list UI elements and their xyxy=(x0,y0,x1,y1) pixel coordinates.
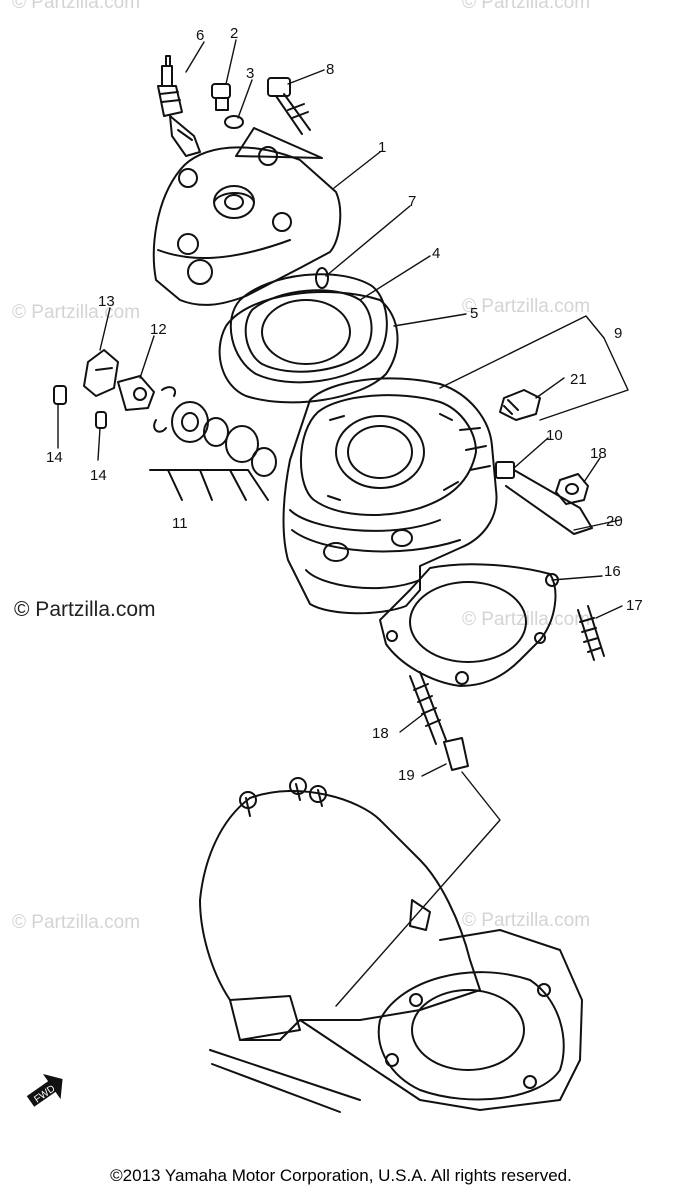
watermark-top-left: © Partzilla.com xyxy=(12,0,140,13)
callout-2: 2 xyxy=(230,25,238,42)
watermark-mid-left: © Partzilla.com xyxy=(12,302,140,323)
callout-8: 8 xyxy=(326,61,334,78)
watermark-main: © Partzilla.com xyxy=(14,598,156,621)
callout-21: 21 xyxy=(570,371,587,388)
head-bolt xyxy=(267,77,311,135)
bolt-14a xyxy=(53,385,67,405)
base-gasket xyxy=(379,563,559,687)
watermark-low-right: © Partzilla.com xyxy=(462,910,590,931)
head-gasket xyxy=(229,273,388,384)
stud-16 xyxy=(577,605,605,661)
callout-14b: 14 xyxy=(90,467,107,484)
callout-4: 4 xyxy=(432,245,440,262)
callout-5: 5 xyxy=(470,305,478,322)
callout-17: 18 xyxy=(372,725,389,742)
callout-19: 19 xyxy=(398,767,415,784)
callout-labels: 6 2 3 8 1 7 4 5 9 21 10 18 20 16 17 18 1… xyxy=(46,25,643,784)
valve-spacers xyxy=(153,386,277,477)
callout-14a: 14 xyxy=(46,449,63,466)
drain-fitting xyxy=(495,461,593,535)
callout-9: 9 xyxy=(614,325,622,342)
bracket-11 xyxy=(149,469,269,501)
callout-3: 3 xyxy=(246,65,254,82)
callout-15: 16 xyxy=(604,563,621,580)
watermark-mid-right: © Partzilla.com xyxy=(462,296,590,317)
callout-1: 1 xyxy=(378,139,386,156)
o-ring xyxy=(315,267,329,289)
leader-lines xyxy=(57,39,629,1007)
callout-13: 13 xyxy=(98,293,115,310)
callout-10: 10 xyxy=(546,427,563,444)
valve-cover xyxy=(83,349,119,397)
watermark-low-left: © Partzilla.com xyxy=(12,912,140,933)
cap-nut xyxy=(211,83,231,111)
cylinder-head xyxy=(152,146,342,306)
callout-7: 7 xyxy=(408,193,416,210)
crankcase xyxy=(199,777,583,1113)
bleed-screw xyxy=(499,389,541,421)
nut xyxy=(555,473,589,505)
callout-6: 6 xyxy=(196,27,204,44)
cylinder xyxy=(282,377,498,615)
callout-12: 12 xyxy=(150,321,167,338)
bolt-14b xyxy=(95,411,107,429)
callout-20: 20 xyxy=(606,513,623,530)
washer xyxy=(224,115,244,129)
dowel-pin xyxy=(443,737,469,771)
spark-plug xyxy=(157,55,201,157)
callout-16: 17 xyxy=(626,597,643,614)
callout-11: 11 xyxy=(172,515,188,532)
valve-holder xyxy=(117,375,155,411)
copyright-notice: ©2013 Yamaha Motor Corporation, U.S.A. A… xyxy=(110,1166,572,1185)
stud-17 xyxy=(409,671,447,745)
outer-gasket xyxy=(218,291,399,404)
callout-18: 18 xyxy=(590,445,607,462)
watermark-top-right: © Partzilla.com xyxy=(462,0,590,13)
forward-arrow-icon: FWD xyxy=(26,1073,63,1107)
